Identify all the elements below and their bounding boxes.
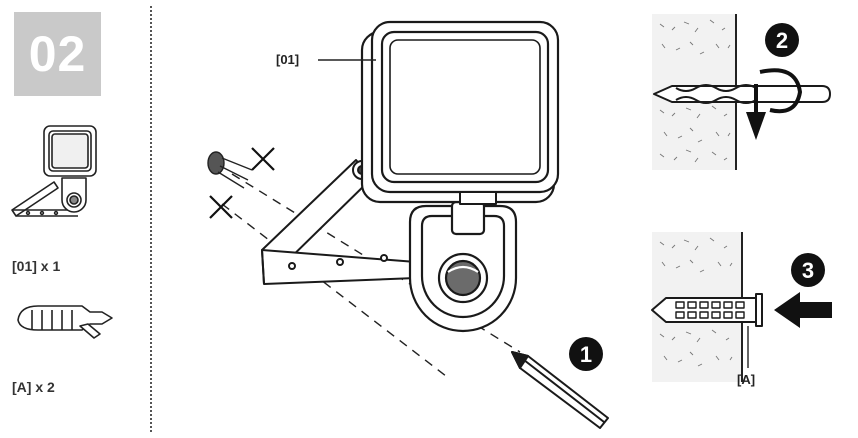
anchor-quantity-label: [A] x 2 — [12, 379, 55, 395]
guide-lines — [221, 173, 521, 377]
step-2-marker — [765, 23, 799, 57]
floodlight-head — [360, 20, 560, 205]
rotation-arrow-icon — [746, 68, 803, 140]
cross-mark-icon — [251, 147, 275, 171]
step-number-badge: 02 — [14, 12, 101, 96]
step-3-number: 3 — [802, 258, 814, 283]
plug-part-label: [A] — [737, 372, 755, 387]
push-arrow-icon — [774, 292, 832, 328]
floodlight-thumbnail-icon — [11, 125, 97, 217]
main-part-label: [01] — [276, 52, 299, 67]
step-3-marker — [791, 253, 825, 287]
step-2-number: 2 — [776, 28, 788, 53]
wall-plug-icon — [651, 293, 763, 327]
pencil-icon — [511, 351, 609, 429]
step-1-marker — [569, 337, 603, 371]
cross-mark-icon — [209, 195, 233, 219]
drill-icon — [653, 84, 831, 104]
cable-icon — [207, 151, 253, 189]
motion-sensor — [408, 200, 518, 333]
column-divider — [150, 6, 152, 432]
wall-plug-thumbnail-icon — [17, 305, 113, 339]
floodlight-quantity-label: [01] x 1 — [12, 258, 61, 274]
step-1-number: 1 — [580, 342, 592, 367]
